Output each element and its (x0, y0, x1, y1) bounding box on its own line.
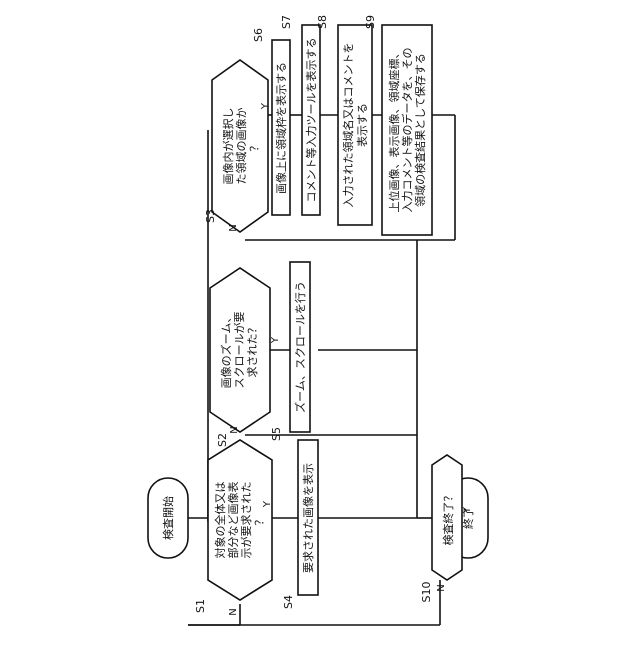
s2-no-label: N (229, 426, 240, 433)
s7-line-1: コメント等入力ツールを表示する (304, 38, 318, 203)
s8-line-1: 入力された領域名又はコメントを (341, 43, 355, 208)
s1-yes-label: Y (262, 500, 273, 508)
s8-id: S8 (316, 15, 329, 29)
s3-line-1: 画像内が選択し (221, 108, 235, 185)
s4-id: S4 (282, 595, 295, 609)
s3-line-3: ？ (248, 141, 261, 152)
s3-yes-label: Y (260, 102, 271, 110)
s6-line-1: 画像上に領域枠を表示する (274, 62, 288, 194)
s10-yes-label: Y (462, 506, 473, 514)
start-label: 検査開始 (161, 496, 175, 540)
s2-id: S2 (216, 433, 229, 447)
s2-yes-label: Y (270, 336, 281, 344)
s9-line-3: 領域の検査結果として保存する (413, 53, 427, 207)
s9-line-1: 上位画像、表示画像、領域座標、 (387, 48, 401, 213)
s1-id: S1 (194, 599, 207, 613)
s2-line-3: 求された？ (246, 323, 259, 378)
s10-no-label: N (436, 584, 447, 591)
s8-line-2: 表示する (355, 103, 369, 147)
s3-no-label: N (228, 224, 239, 231)
s10-id: S10 (420, 582, 433, 603)
start-terminal: 検査開始 (148, 478, 188, 558)
s5-line-1: ズーム、スクロールを行う (293, 281, 307, 413)
s9-id: S9 (364, 15, 377, 29)
process-s9: 上位画像、表示画像、領域座標、 入力コメント等のデータを、その 領域の検査結果と… (364, 15, 432, 235)
s3-id: S3 (204, 209, 217, 223)
process-s5: ズーム、スクロールを行う S5 (270, 262, 310, 441)
s1-no-label: N (228, 608, 239, 615)
s7-id: S7 (280, 15, 293, 29)
s1-line-2: 部分など画像表 (226, 482, 240, 559)
s2-line-1: 画像のズーム、 (219, 312, 233, 389)
process-s8: 入力された領域名又はコメントを 表示する S8 (316, 15, 372, 225)
s1-line-4: ？ (253, 515, 266, 526)
s1-line-1: 対象の全体又は (213, 482, 227, 559)
decision-s3: 画像内が選択し た領域の画像か ？ S3 Y N (204, 60, 271, 232)
s10-line-1: 検査終了？ (441, 491, 455, 546)
s2-line-2: スクロールが要 (232, 312, 246, 389)
decision-s2: 画像のズーム、 スクロールが要 求された？ S2 Y N (210, 268, 281, 447)
s6-id: S6 (252, 28, 265, 42)
decision-s1: 対象の全体又は 部分など画像表 示が要求された ？ S1 Y N (194, 440, 273, 616)
s1-line-3: 示が要求された (239, 482, 253, 559)
process-s4: 要求された画像を表示 S4 (282, 440, 318, 609)
s5-id: S5 (270, 427, 283, 441)
s4-line-1: 要求された画像を表示 (301, 463, 315, 573)
s3-line-2: た領域の画像か (234, 108, 248, 185)
s9-line-2: 入力コメント等のデータを、その (400, 48, 414, 213)
